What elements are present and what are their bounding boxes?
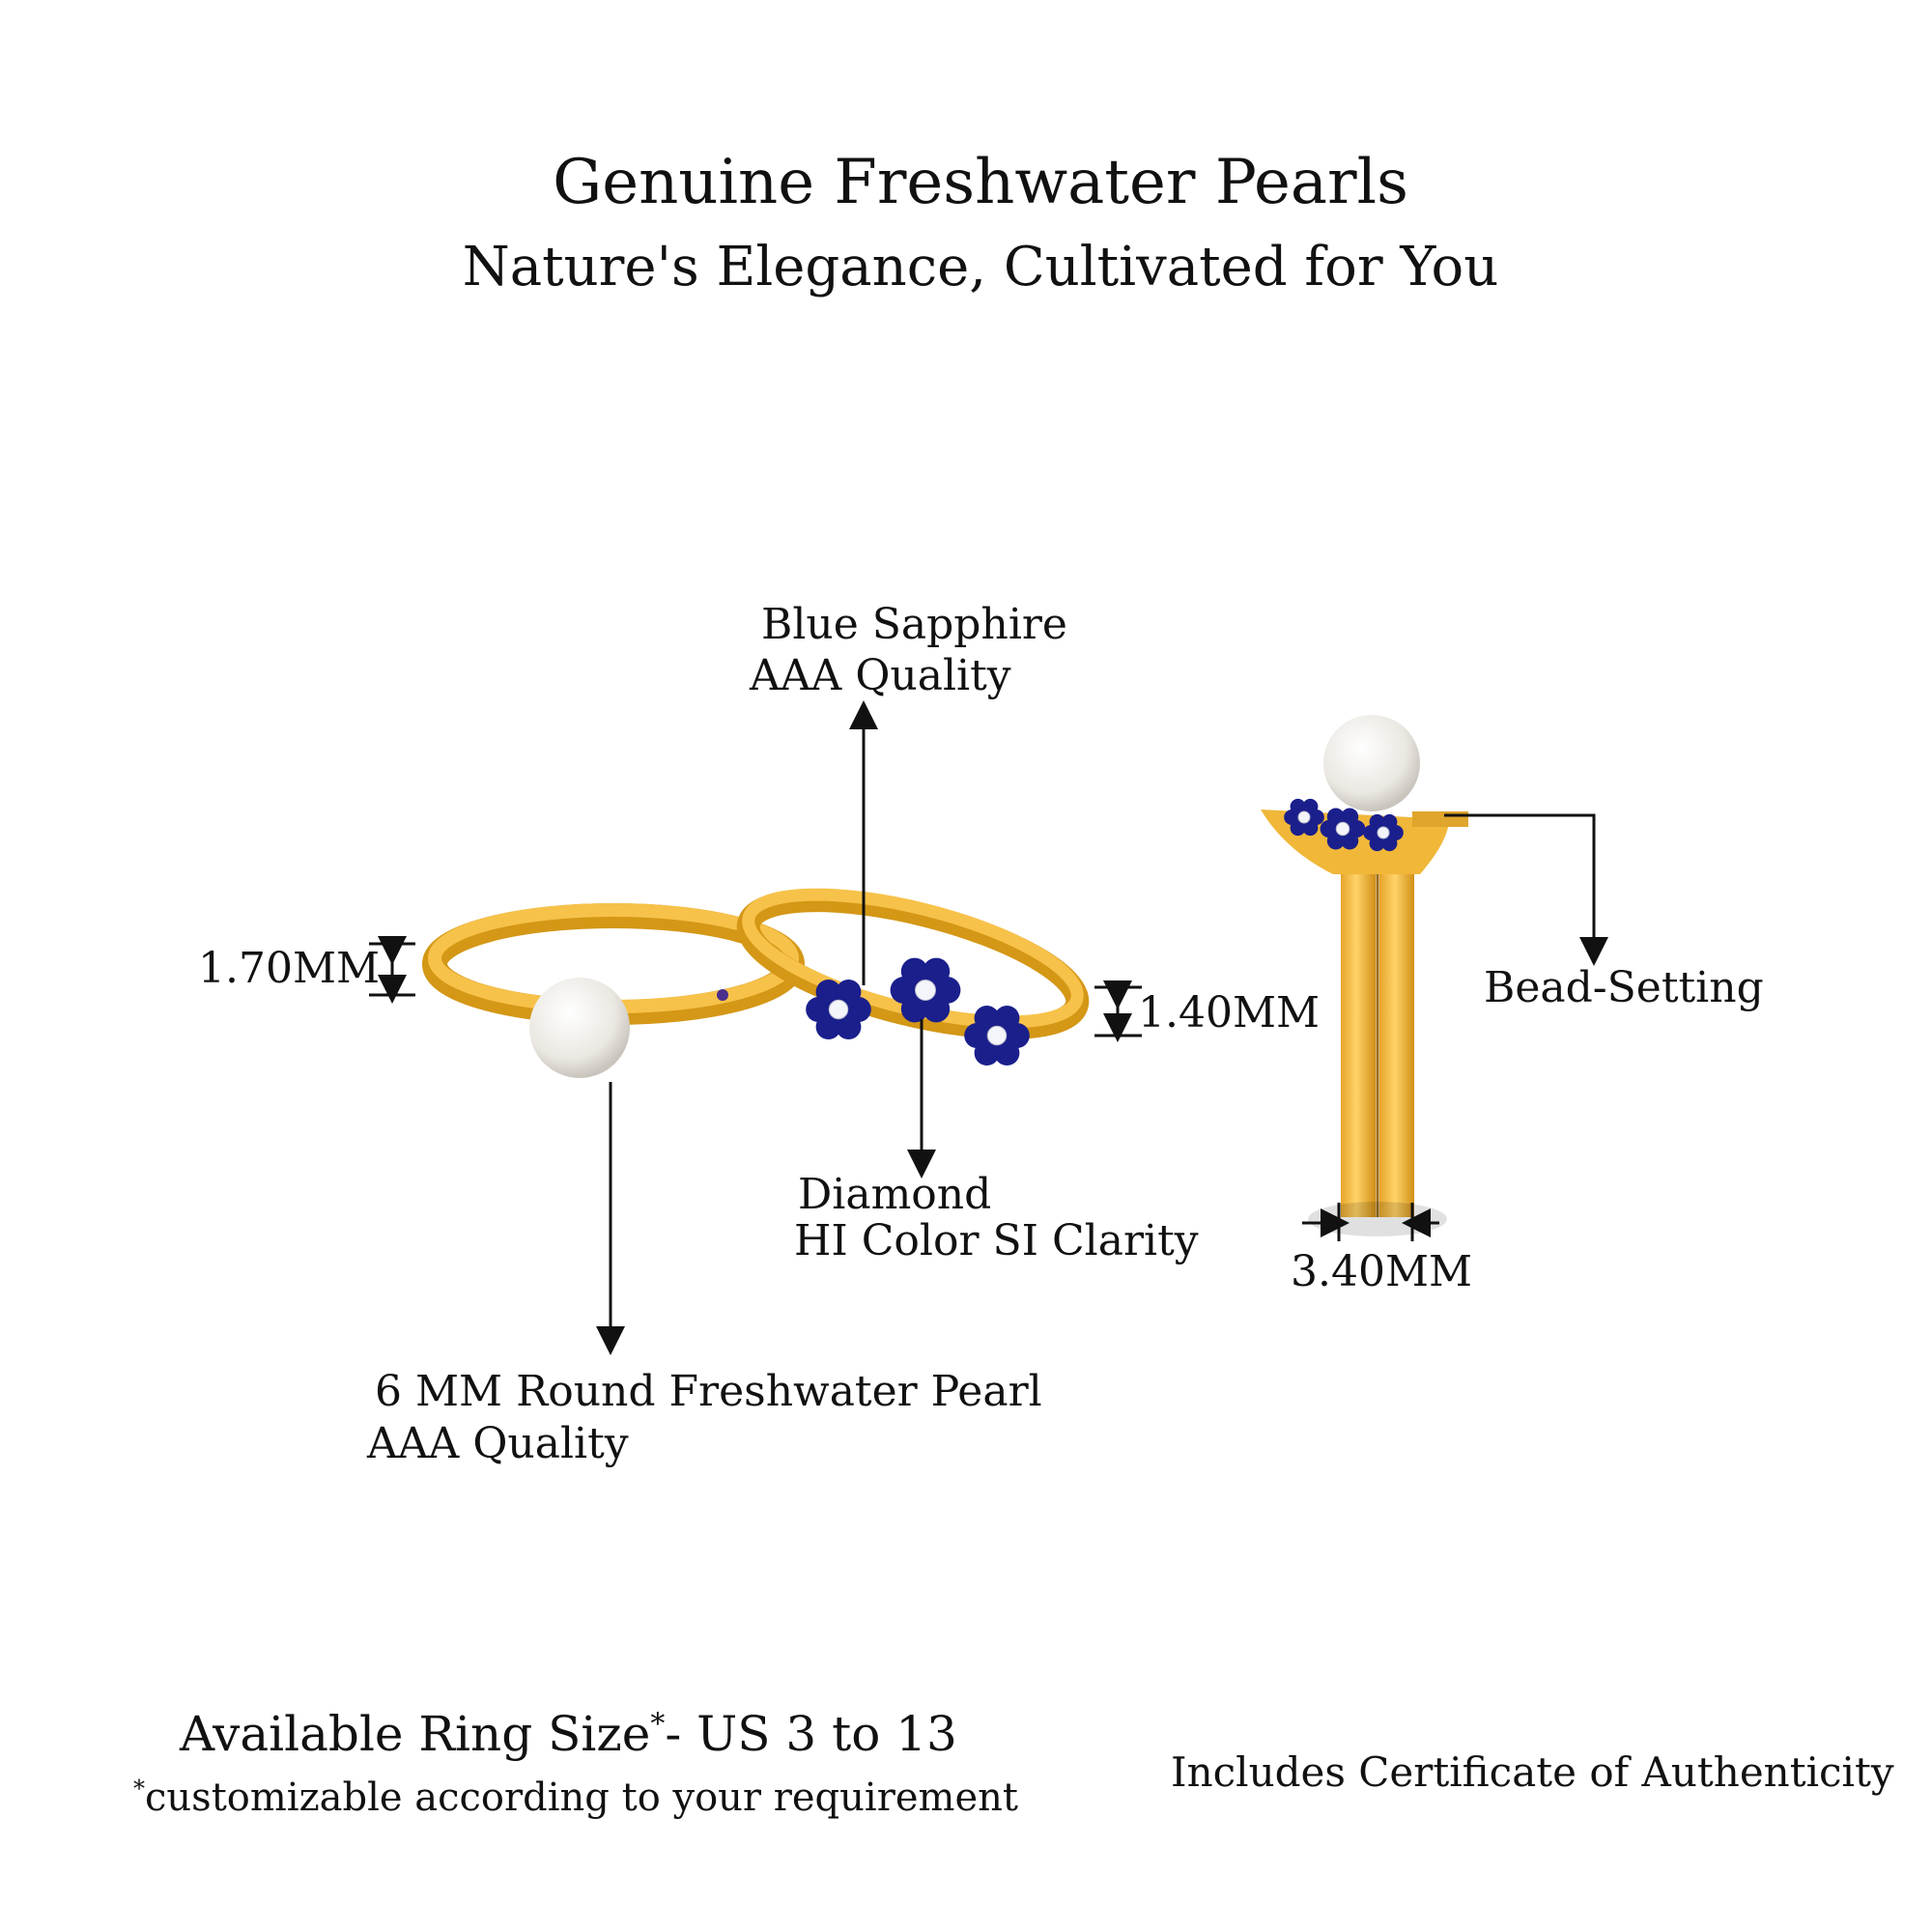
sapphire-ring [736,888,1090,1066]
diamond-stone [1335,821,1350,837]
diamond-stone [1377,826,1390,839]
callout-lines [369,700,1608,1355]
sapphire-stone [900,957,928,985]
sapphire-stone [1302,798,1319,814]
diamond-label: Diamond [798,1170,992,1219]
diamond-stone [986,1025,1008,1046]
bead-setting-label: Bead-Setting [1484,963,1764,1012]
side-width: 3.40MM [1291,1247,1473,1296]
diamond-stone [828,999,849,1020]
sapphire-stone [994,1005,1020,1031]
ring-size-value: - US 3 to 13 [665,1706,957,1762]
note-text: customizable according to your requireme… [145,1776,1018,1820]
sapphire-stone [923,995,951,1023]
sapphire-flowers [806,957,1030,1066]
sapphire-stone [836,979,862,1005]
sapphire-stone [994,1040,1020,1066]
certificate-text: Includes Certificate of Authenticity [1171,1748,1894,1796]
band-width-left: 1.70MM [198,944,381,993]
ring-size-label: Available Ring Size [180,1706,651,1762]
sapphire-stone [836,1014,862,1040]
note-asterisk: * [133,1775,145,1803]
diamond-quality: HI Color SI Clarity [794,1216,1199,1265]
pearl-quality: AAA Quality [367,1419,629,1468]
sapphire-label: Blue Sapphire [761,600,1067,649]
sapphire-stone [1381,813,1398,830]
sapphire-quality: AAA Quality [750,651,1011,700]
sapphire-stone [1381,836,1398,852]
sapphire-stone [1341,808,1359,826]
diamond-stone [915,980,936,1001]
side-view-rings [1261,715,1468,1236]
sapphire-stone [1341,832,1359,850]
pearl-icon [529,978,630,1078]
pearl-label: 6 MM Round Freshwater Pearl [375,1367,1042,1416]
band-width-right: 1.40MM [1138,988,1321,1037]
sapphire-stone [1290,798,1306,814]
sapphire-stone [815,979,841,1005]
ring-size-asterisk: * [650,1707,666,1742]
sapphire-stone [923,957,951,985]
sapphire-stone [1369,813,1385,830]
sapphire-stone [1326,808,1345,826]
page-title: Genuine Freshwater Pearls [553,147,1408,218]
sapphire-stone [1302,820,1319,837]
sapphire-stone [974,1005,1000,1031]
page-subtitle: Nature's Elegance, Cultivated for You [462,236,1499,298]
ring-size-info: Available Ring Size*- US 3 to 13 [180,1704,957,1764]
diamond-stone [1297,810,1311,824]
customization-note: *customizable according to your requirem… [133,1774,1018,1822]
side-sapphires [1284,798,1404,852]
